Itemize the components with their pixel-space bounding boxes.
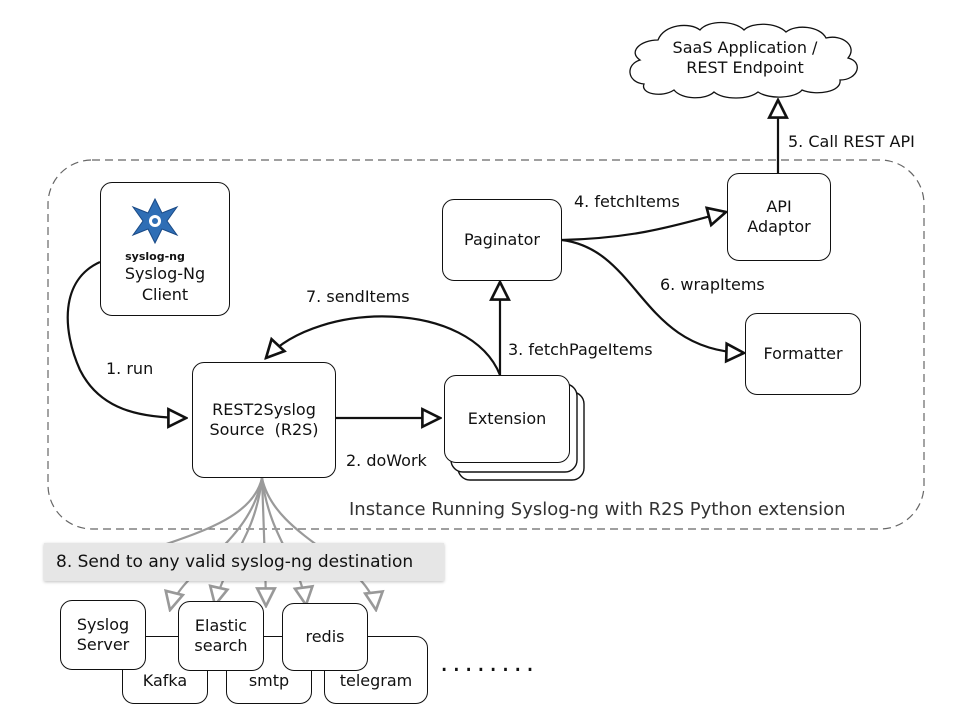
paginator-label: Paginator xyxy=(464,230,540,249)
dest-elastic-search[interactable]: Elastic search xyxy=(178,601,264,671)
edge-label-wrap-items: 6. wrapItems xyxy=(660,275,765,294)
dest-kafka-label: Kafka xyxy=(142,671,188,690)
syslog-ng-logo: syslog-ng xyxy=(115,195,195,263)
dest-syslog-server-line1: Syslog xyxy=(76,615,130,634)
cloud-label-line1: SaaS Application / xyxy=(672,38,818,57)
node-syslog-ng-client[interactable]: syslog-ng Syslog-Ng Client xyxy=(100,182,230,316)
client-label-line2: Client xyxy=(141,285,189,304)
instance-container xyxy=(47,159,925,530)
destination-banner-text: 8. Send to any valid syslog-ng destinati… xyxy=(56,552,414,572)
r2s-label-line1: REST2Syslog xyxy=(212,400,316,419)
edge-label-run: 1. run xyxy=(106,359,154,378)
api-adaptor-line1: API xyxy=(766,197,792,216)
dest-redis[interactable]: redis xyxy=(282,603,368,671)
client-label-line1: Syslog-Ng xyxy=(124,264,206,283)
edge-label-do-work: 2. doWork xyxy=(346,451,427,470)
edge-send-items xyxy=(266,315,502,376)
node-extension[interactable]: Extension xyxy=(444,375,570,463)
formatter-label: Formatter xyxy=(763,344,843,363)
syslog-ng-logo-text: syslog-ng xyxy=(125,250,185,263)
extension-label: Extension xyxy=(467,409,547,428)
edge-label-fetch-page-items: 3. fetchPageItems xyxy=(508,340,653,359)
dest-redis-label: redis xyxy=(305,627,345,646)
saas-cloud-shape xyxy=(629,21,858,99)
node-formatter[interactable]: Formatter xyxy=(745,313,861,395)
dest-elastic-search-line2: search xyxy=(194,636,248,655)
r2s-label-line2: Source (R2S) xyxy=(209,420,319,439)
edge-fetch-items xyxy=(561,212,726,242)
more-destinations-indicator: ........ xyxy=(440,648,539,678)
dest-elastic-search-line1: Elastic xyxy=(194,616,248,635)
instance-caption: Instance Running Syslog-ng with R2S Pyth… xyxy=(349,499,846,520)
dest-telegram-label: telegram xyxy=(339,671,413,690)
node-r2s-source[interactable]: REST2Syslog Source (R2S) xyxy=(192,362,336,478)
destination-banner: 8. Send to any valid syslog-ng destinati… xyxy=(44,543,444,581)
edge-wrap-items xyxy=(561,238,744,353)
dest-syslog-server-line2: Server xyxy=(76,635,130,654)
dest-syslog-server[interactable]: Syslog Server xyxy=(60,600,146,670)
cloud-label-line2: REST Endpoint xyxy=(686,58,804,77)
syslog-ng-logo-icon xyxy=(131,197,179,245)
edge-label-call-rest-api: 5. Call REST API xyxy=(788,132,915,151)
node-api-adaptor[interactable]: API Adaptor xyxy=(727,173,831,261)
edge-run xyxy=(66,260,186,418)
cloud-label: SaaS Application / REST Endpoint xyxy=(650,38,840,78)
dest-smtp-label: smtp xyxy=(248,671,290,690)
api-adaptor-line2: Adaptor xyxy=(747,217,811,236)
client-label: Syslog-Ng Client xyxy=(101,263,229,305)
edge-label-send-items: 7. sendItems xyxy=(306,287,410,306)
node-paginator[interactable]: Paginator xyxy=(442,199,562,281)
edge-label-fetch-items: 4. fetchItems xyxy=(574,192,680,211)
